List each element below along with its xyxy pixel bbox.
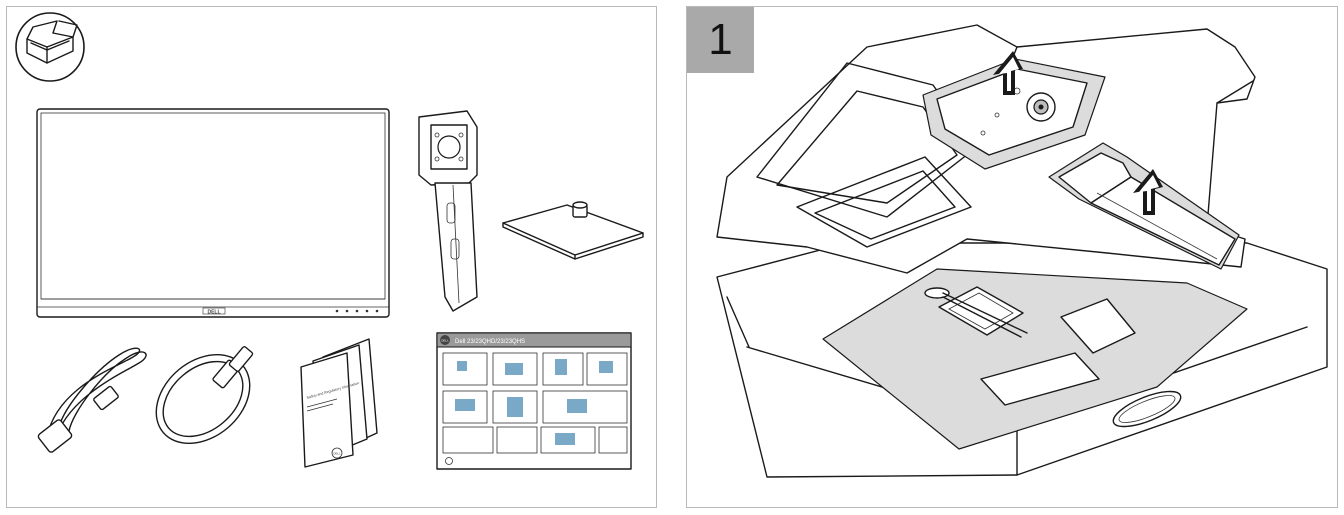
open-box-icon bbox=[15, 12, 85, 82]
safety-document: Safety and Regulatory Information DELL bbox=[300, 338, 378, 468]
safety-doc-brand: DELL bbox=[333, 452, 341, 456]
step-number-badge: 1 bbox=[687, 7, 754, 73]
hdmi-cable bbox=[155, 346, 254, 445]
stand-base bbox=[502, 201, 644, 260]
monitor: DELL bbox=[36, 108, 390, 318]
monitor-brand-label: DELL bbox=[207, 310, 220, 316]
stand-riser bbox=[418, 110, 478, 312]
monitor-in-box bbox=[822, 268, 1248, 450]
lift-arrow-base-icon bbox=[993, 51, 1023, 95]
unpack-step-panel: 1 bbox=[686, 6, 1338, 508]
stand-base-lifted bbox=[922, 58, 1106, 170]
box-contents-illustration: DELL bbox=[15, 12, 644, 470]
qs-brand: DELL bbox=[441, 339, 449, 343]
power-cable bbox=[37, 347, 147, 453]
unpack-step-illustration bbox=[716, 24, 1328, 478]
box-contents-panel: DELL bbox=[6, 6, 657, 508]
lift-arrow-riser-icon bbox=[1133, 169, 1163, 215]
qs-title: Dell 23/23QHD/23/23QHS bbox=[455, 339, 525, 345]
quick-setup-guide: DELL Dell 23/23QHD/23/23QHS bbox=[436, 332, 632, 470]
